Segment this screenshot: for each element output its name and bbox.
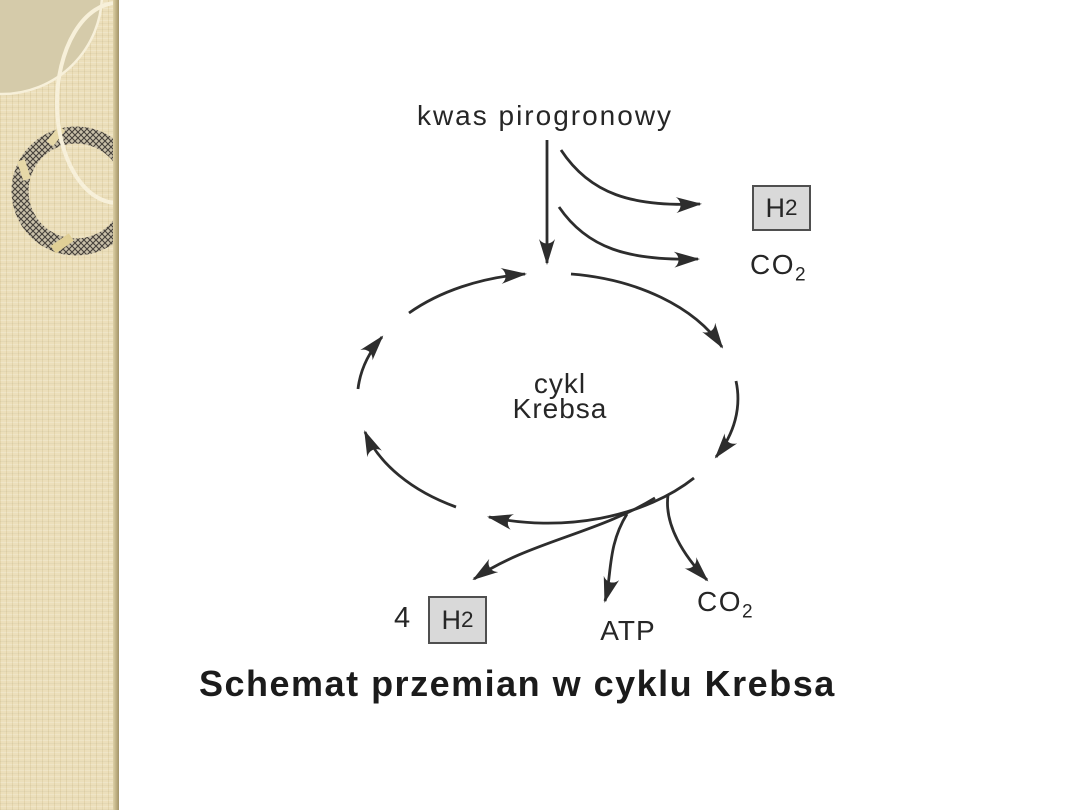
h2-bottom-subscript: 2 [460,607,474,632]
arrow-to-co2-bottom [666,494,709,582]
co2-bottom-subscript: 2 [742,601,755,623]
sidebar-filled-circle [0,0,104,96]
co2-bottom-symbol: CO [697,586,742,617]
co2-top-subscript: 2 [795,264,808,286]
arrow-to-co2-top [557,206,700,268]
sidebar-edge [113,0,119,810]
co2-top-symbol: CO [750,249,795,280]
cycle-arc-right [714,380,740,459]
arrow-to-h2-top [559,149,702,214]
h2-top-subscript: 2 [784,195,798,220]
h2-coefficient: 4 [394,602,411,634]
cycle-label-line1: cykl [533,368,587,399]
arrow-to-4h2 [472,496,656,581]
cycle-arc-left [356,335,384,390]
arrow-to-atp [603,513,629,603]
cycle-center-label: cykl Krebsa [460,368,660,424]
sidebar-ring-break [50,233,74,254]
slide-caption: Schemat przemian w cyklu Krebsa [199,663,836,704]
co2-top-label: CO2 [750,249,807,285]
cycle-arc-top-right [570,272,724,349]
co2-bottom-label: CO2 [697,586,754,622]
cycle-label-line2: Krebsa [512,393,608,424]
cycle-arc-top-left [408,267,527,315]
cycle-arc-bottom [487,476,695,530]
atp-label: ATP [600,615,656,646]
cycle-arc-bottom-left [363,430,457,509]
pyruvate-label: kwas pirogronowy [416,100,674,131]
h2-top-symbol: H [765,192,785,223]
h2-bottom-symbol: H [441,604,461,635]
decorative-sidebar [0,0,119,810]
sidebar-hatched-ring [11,126,119,256]
sidebar-ring-break [17,159,31,181]
